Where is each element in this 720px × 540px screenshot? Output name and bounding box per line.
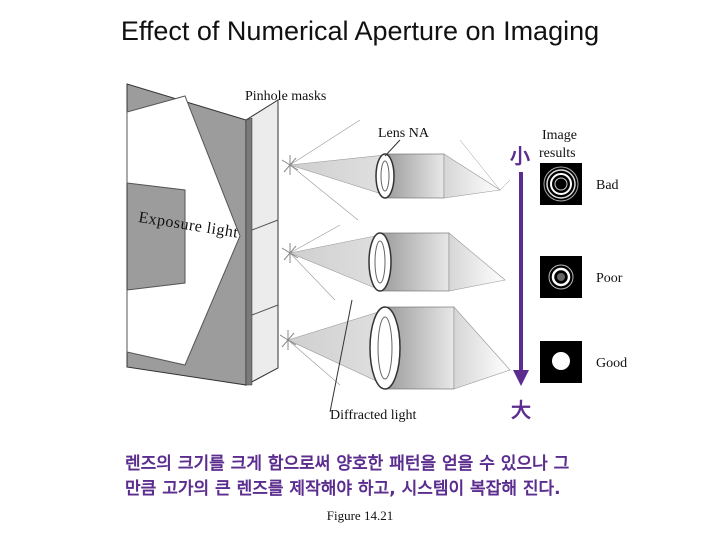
optics-row-medium-na bbox=[288, 224, 506, 301]
image-results-label-2: results bbox=[539, 146, 576, 161]
large-na-char: 大 bbox=[511, 398, 531, 422]
image-result-poor bbox=[540, 256, 582, 298]
diffracted-light-label: Diffracted light bbox=[330, 408, 417, 423]
image-result-bad bbox=[540, 163, 582, 205]
optics-row-large-na bbox=[287, 306, 512, 390]
result-label-poor: Poor bbox=[596, 271, 623, 286]
diffracted-light-leader bbox=[329, 299, 353, 413]
na-arrow-head bbox=[513, 370, 529, 386]
optics-row-small-na bbox=[289, 119, 511, 221]
small-na-char: 小 bbox=[510, 144, 530, 168]
figure-caption: Figure 14.21 bbox=[326, 508, 394, 523]
page-title: Effect of Numerical Aperture on Imaging bbox=[120, 16, 600, 46]
lens-na-label: Lens NA bbox=[378, 126, 429, 141]
korean-line-1: 렌즈의 크기를 크게 함으로써 양호한 패턴을 얻을 수 있으나 그 bbox=[125, 454, 570, 474]
korean-description: 렌즈의 크기를 크게 함으로써 양호한 패턴을 얻을 수 있으나 그 만큼 고가… bbox=[125, 452, 705, 502]
exposure-light-arrow bbox=[126, 95, 241, 366]
image-results-label-1: Image bbox=[542, 128, 577, 143]
result-label-good: Good bbox=[596, 356, 628, 371]
lens-na-leader bbox=[384, 139, 401, 157]
result-label-bad: Bad bbox=[596, 178, 619, 193]
pinhole-masks-label: Pinhole masks bbox=[245, 89, 327, 104]
mask-plate-side bbox=[245, 117, 253, 386]
image-result-good bbox=[540, 341, 582, 383]
korean-line-2: 만큼 고가의 큰 렌즈를 제작해야 하고, 시스템이 복잡해 진다. bbox=[125, 479, 561, 499]
pinhole-sparkles bbox=[279, 155, 299, 350]
